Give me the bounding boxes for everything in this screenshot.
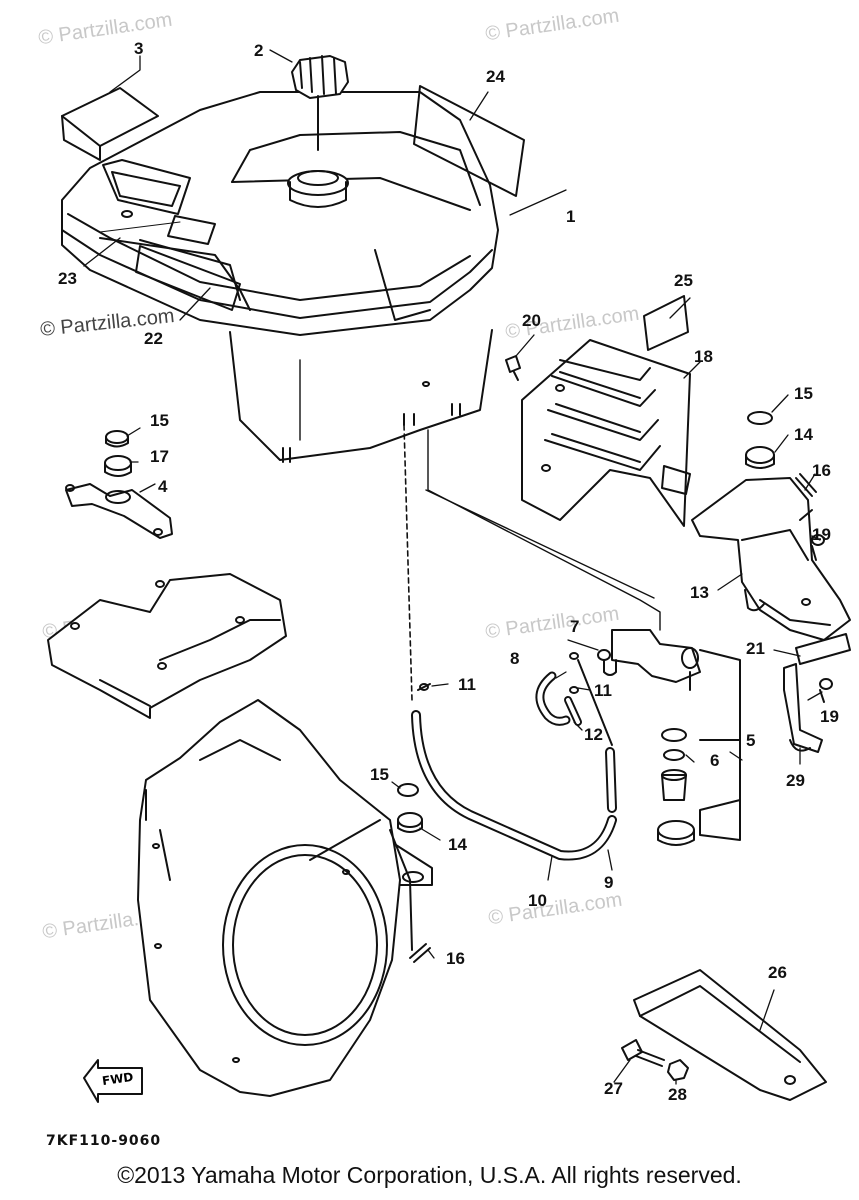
callout-16b: 16: [812, 461, 831, 480]
callout-14b: 14: [794, 425, 813, 444]
label-small: [643, 295, 689, 351]
callout-15c: 15: [794, 384, 813, 403]
shroud-plate: [47, 573, 287, 719]
callout-20: 20: [522, 311, 541, 330]
callout-26: 26: [768, 963, 787, 982]
callout-15b: 15: [370, 765, 389, 784]
callout-17: 17: [150, 447, 169, 466]
heat-shield: [521, 339, 691, 527]
callout-2: 2: [254, 41, 264, 60]
fan-housing: [137, 699, 433, 1097]
callout-9: 9: [604, 873, 614, 892]
callout-4: 4: [158, 477, 168, 496]
label-plate: [413, 85, 525, 197]
callout-12: 12: [584, 725, 603, 744]
callout-3: 3: [134, 39, 144, 58]
fuel-cock: [597, 629, 741, 846]
callout-22: 22: [144, 329, 163, 348]
tank-cap: [291, 55, 349, 151]
tray: [633, 969, 827, 1101]
callout-1: 1: [566, 207, 576, 226]
callout-19a: 19: [812, 525, 831, 544]
callout-28: 28: [668, 1085, 687, 1104]
callout-8: 8: [510, 649, 520, 668]
callout-7: 7: [570, 617, 580, 636]
fwd-arrow: [83, 1059, 143, 1103]
callout-6: 6: [710, 751, 720, 770]
callout-24: 24: [486, 67, 505, 86]
callout-10: 10: [528, 891, 547, 910]
callout-19b: 19: [820, 707, 839, 726]
callout-25: 25: [674, 271, 693, 290]
fuel-tank: [61, 91, 499, 463]
bracket-29: [783, 663, 823, 753]
tank-bracket: [65, 430, 173, 539]
callout-29: 29: [786, 771, 805, 790]
callout-27: 27: [604, 1079, 623, 1098]
copyright-notice: ©2013 Yamaha Motor Corporation, U.S.A. A…: [117, 1162, 742, 1188]
callout-11b: 11: [594, 681, 612, 700]
muffler-bracket: [691, 411, 851, 641]
diagram-code: 7KF110-9060: [46, 1133, 162, 1149]
fuel-hose: [403, 424, 617, 861]
callout-15a: 15: [150, 411, 169, 430]
plate-21: [795, 633, 851, 665]
callout-23: 23: [58, 269, 77, 288]
callout-5: 5: [746, 731, 756, 750]
callout-14a: 14: [448, 835, 467, 854]
callout-13: 13: [690, 583, 709, 602]
callout-11a: 11: [458, 675, 476, 694]
callout-18: 18: [694, 347, 713, 366]
callout-16a: 16: [446, 949, 465, 968]
callout-21: 21: [746, 639, 765, 658]
cover-plate: [61, 87, 159, 161]
